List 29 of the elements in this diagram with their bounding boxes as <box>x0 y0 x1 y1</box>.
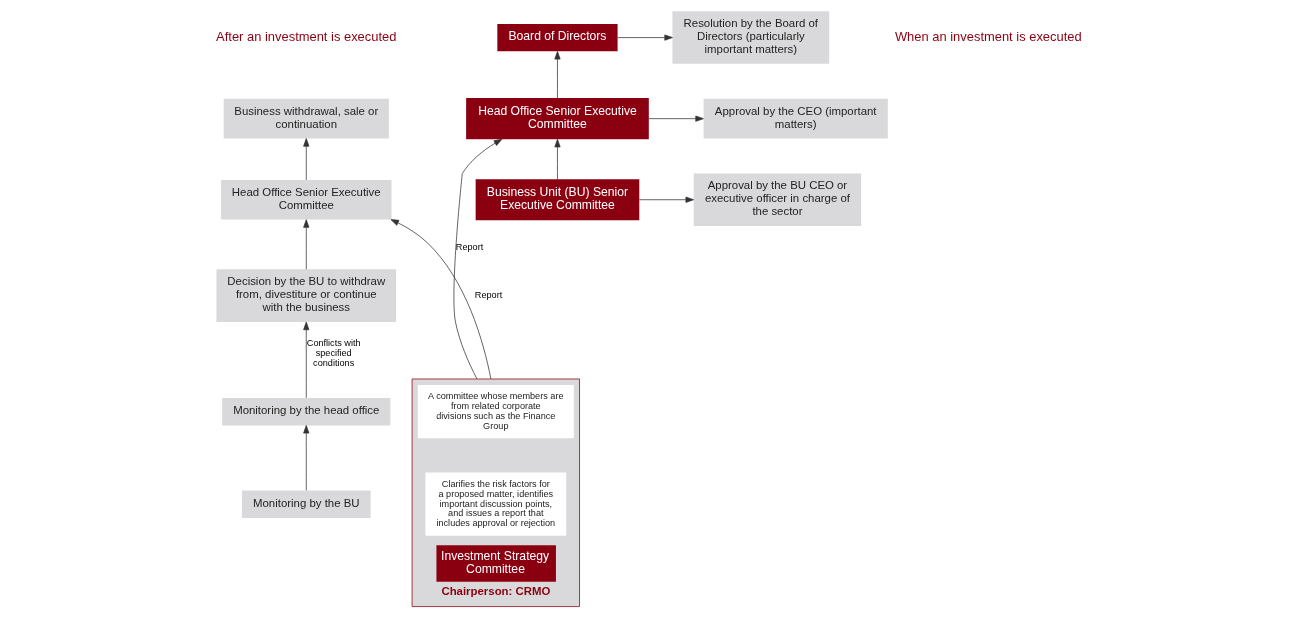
node-box: Business Unit (BU) Senior Executive Committee <box>475 179 640 221</box>
label: When an investment is executed <box>894 28 1082 44</box>
node-box: Decision by the BU to withdraw from, divestiture or continue with the business <box>216 269 397 322</box>
arrow <box>617 34 673 41</box>
node-box: Clarifies the risk factors for a proposed matter, identifies important discussion points, and issues a report that includes approval or rejection <box>425 472 567 536</box>
arrow <box>303 138 310 181</box>
node-box: Approval by the CEO (important matters) <box>703 98 888 139</box>
node-box: Head Office Senior Executive Committee <box>221 179 392 220</box>
node-box: A committee whose members are from related corporate divisions such as the Finance Group <box>417 385 574 439</box>
arrow <box>303 425 310 491</box>
arrow <box>554 51 561 99</box>
arrow <box>390 219 492 380</box>
node-box: Board of Directors <box>497 23 618 52</box>
node-box: Head Office Senior Executive Committee <box>466 98 649 140</box>
edge-label: Conflicts with specified conditions <box>306 337 361 368</box>
node-box: Monitoring by the head office <box>222 398 391 426</box>
arrow <box>648 115 704 122</box>
label: After an investment is executed <box>216 28 397 44</box>
node-box: Monitoring by the BU <box>241 490 371 518</box>
node-box: Business withdrawal, sale or continuation <box>223 98 389 139</box>
arrow <box>453 138 503 380</box>
edge-label: Report <box>474 289 503 300</box>
node-box: Approval by the BU CEO or executive officer in charge of the sector <box>693 173 862 226</box>
arrow <box>303 219 310 270</box>
node-box: Resolution by the Board of Directors (particularly important matters) <box>672 11 830 64</box>
arrow <box>303 321 310 399</box>
arrow <box>638 196 694 203</box>
edge-label: Report <box>455 242 484 253</box>
arrow <box>554 138 561 180</box>
